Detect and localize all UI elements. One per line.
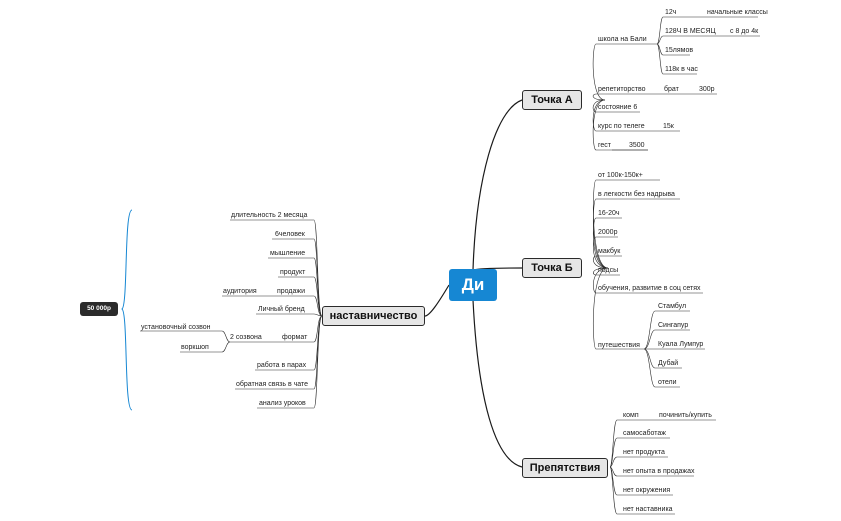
topic-dubai[interactable]: Дубай [658,360,679,367]
topic-travel[interactable]: путешествия [598,342,640,349]
topic-computer[interactable]: комп [623,412,639,419]
connector-obstacles [472,299,523,468]
topic-macbook[interactable]: макбук [598,248,621,255]
branch-tochka-b[interactable]: Точка Б [522,258,582,278]
topic-sales[interactable]: продажи [277,288,305,295]
topic-product[interactable]: продукт [280,269,306,276]
topic-3500[interactable]: 3500 [629,142,645,149]
topic-thinking[interactable]: мышление [270,250,306,257]
summary-badge[interactable]: 50 000р [80,302,118,316]
topic-15k[interactable]: 15к [663,123,674,130]
central-topic[interactable]: Ди [449,269,497,301]
topic-15mln[interactable]: 15лямов [665,47,694,54]
topic-kuala-lumpur[interactable]: Куала Лумпур [658,341,704,348]
topic-lesson-analysis[interactable]: анализ уроков [259,400,306,407]
topic-format[interactable]: формат [282,334,308,341]
branch-obstacles[interactable]: Препятствия [522,458,608,478]
topic-intro-call[interactable]: установочный созвон [141,324,211,331]
topic-duration[interactable]: длительность 2 месяца [231,212,308,219]
topic-brother[interactable]: брат [664,86,679,93]
topic-hours[interactable]: 16-20ч [598,210,620,217]
topic-no-environment[interactable]: нет окружения [623,487,671,494]
topic-chat-feedback[interactable]: обратная связь в чате [236,381,309,388]
topic-audience[interactable]: аудитория [223,288,257,295]
topic-128h-month[interactable]: 128Ч В МЕСЯЦ [665,28,716,35]
topic-300r[interactable]: 300р [699,86,715,93]
topic-2000r[interactable]: 2000р [598,229,618,236]
topic-hotels[interactable]: отели [658,379,677,386]
topic-school[interactable]: школа на Бали [598,36,647,43]
connector-mentoring [424,284,450,317]
connector-tochka-a [472,99,523,271]
topic-telegram-course[interactable]: курс по телеге [598,123,645,130]
topic-state[interactable]: состояние 6 [598,104,638,111]
topic-no-product[interactable]: нет продукта [623,449,665,456]
topic-workshop[interactable]: воркшоп [181,344,209,351]
topic-primary-classes[interactable]: начальные классы [707,9,768,16]
topic-income[interactable]: от 100к-150к+ [598,172,643,179]
topic-singapore[interactable]: Сингапур [658,322,689,329]
branch-mentoring[interactable]: наставничество [322,306,425,326]
topic-6-people[interactable]: 6человек [275,231,305,238]
summary-bracket [121,209,133,411]
topic-learning-social[interactable]: обучения, развитие в соц сетях [598,285,701,292]
topic-guest[interactable]: гест [598,142,611,149]
topic-tutoring[interactable]: репетиторство [598,86,646,93]
branch-tochka-a[interactable]: Точка А [522,90,582,110]
topic-fix-buy[interactable]: починить/купить [659,412,712,419]
topic-no-sales-experience[interactable]: нет опыта в продажах [623,468,695,475]
topic-subs[interactable]: подсы [598,267,619,274]
topic-pair-work[interactable]: работа в парах [257,362,307,369]
topic-personal-brand[interactable]: Личный бренд [258,306,305,313]
topic-self-sabotage[interactable]: самосаботаж [623,430,666,437]
topic-8-to-4k[interactable]: с 8 до 4к [730,28,759,35]
topic-118k-hour[interactable]: 118к в час [665,66,698,73]
topic-12h[interactable]: 12ч [665,9,677,16]
topic-istanbul[interactable]: Стамбул [658,303,687,310]
topic-no-mentor[interactable]: нет наставника [623,506,673,513]
topic-ease[interactable]: в легкости без надрыва [598,191,675,198]
topic-2-calls[interactable]: 2 созвона [230,334,262,341]
